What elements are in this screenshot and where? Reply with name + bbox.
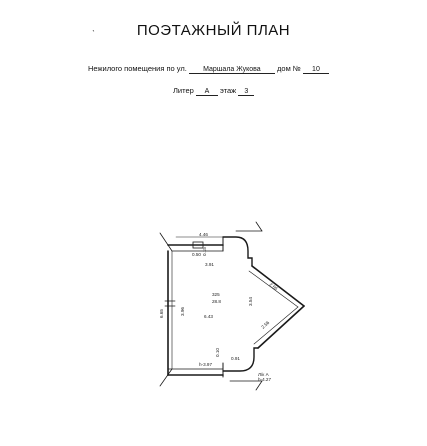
stair-label: Л/к А — [258, 372, 270, 377]
dim-left-inner: 3.96 — [180, 307, 185, 316]
room-area: 28.8 — [212, 299, 221, 304]
house-number-field: 10 — [302, 66, 329, 74]
dim-room-top: 3.91 — [205, 262, 214, 267]
plan-dimension-labels: 4.46 0.50 0.15 3.91 6.65 3.96 325 28.8 6… — [159, 232, 279, 382]
dim-right-height: 3.54 — [248, 297, 253, 306]
dim-diag-upper: 2.66 — [268, 282, 278, 292]
dim-left-height: 6.65 — [159, 309, 164, 318]
diagonal-wall-upper — [251, 265, 305, 307]
floor-field: 3 — [238, 88, 255, 96]
page-title: ПОЭТАЖНЫЙ ПЛАН — [136, 22, 291, 39]
floor-label: этаж — [220, 86, 237, 95]
wall-break-bottom-right — [255, 380, 263, 391]
street-field: Маршала Жукова — [188, 66, 275, 74]
diagonal-wall-upper-inner — [248, 270, 299, 308]
wall-break-top-right — [255, 221, 263, 232]
dim-top-step: 0.50 — [192, 252, 201, 257]
window-top — [192, 241, 204, 249]
level-right: h-4.27 — [258, 377, 271, 382]
address-prefix: Нежилого помещения по ул. — [88, 64, 187, 73]
liter-line: Литер А этаж 3 — [173, 86, 255, 96]
dim-top-width: 4.46 — [199, 232, 208, 237]
room-number: 325 — [212, 292, 220, 297]
level-left: h-3.97 — [199, 362, 212, 367]
top-right-column — [222, 236, 253, 267]
stray-mark: ˋ — [92, 29, 95, 39]
dim-bottom-step-b: 0.10 — [215, 348, 220, 357]
diagonal-wall-lower — [257, 305, 305, 349]
bottom-right-column — [222, 347, 259, 372]
house-label: дом № — [277, 64, 301, 73]
dim-bottom-step: 0.91 — [231, 356, 240, 361]
liter-field: А — [195, 88, 218, 96]
dim-diag-lower: 2.56 — [260, 320, 270, 330]
diagonal-wall-lower-inner — [253, 306, 299, 345]
dim-room-depth: 6.43 — [204, 314, 213, 319]
wall-break-bottom-left — [159, 368, 173, 387]
dim-top-step-b: 0.15 — [202, 247, 207, 256]
wall-break-top-left — [159, 232, 173, 252]
address-line: Нежилого помещения по ул. Маршала Жукова… — [88, 64, 329, 74]
liter-label: Литер — [173, 86, 194, 95]
